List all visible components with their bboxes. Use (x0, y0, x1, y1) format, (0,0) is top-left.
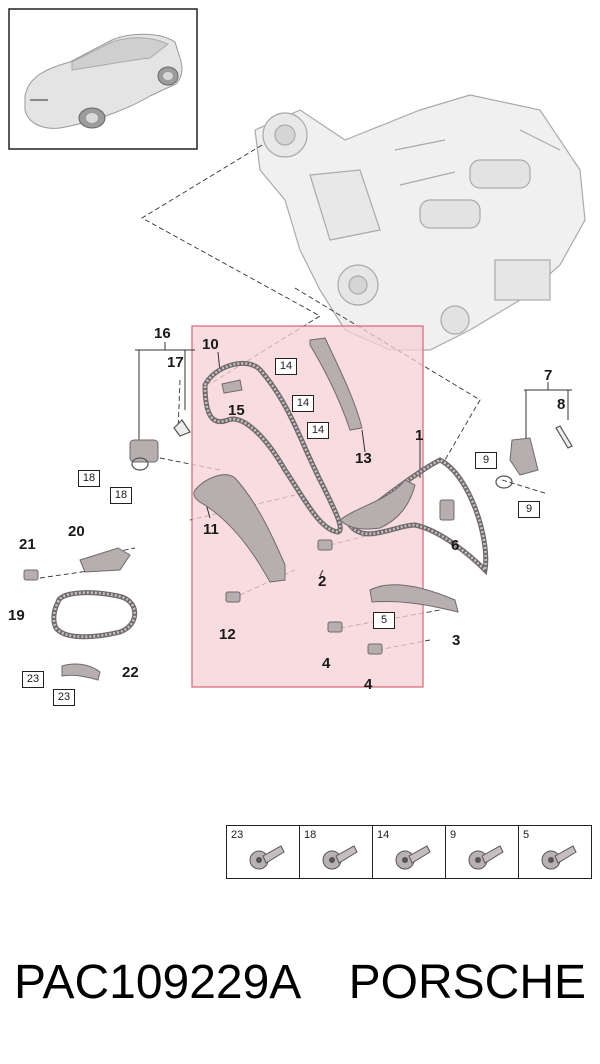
callout-21: 21 (19, 536, 36, 553)
torx-bolt-icon (395, 845, 431, 870)
bracket-lines (135, 342, 572, 577)
callout-19: 19 (8, 607, 25, 624)
callout-1: 1 (415, 427, 424, 444)
legend-number: 14 (377, 829, 390, 841)
part-code: PAC109229A (14, 956, 302, 1009)
boxed-ref-23b: 23 (53, 689, 75, 706)
callout-11: 11 (203, 521, 219, 538)
secondary-chain (346, 457, 489, 576)
legend-cell: 5 (519, 826, 591, 878)
chain-19 (51, 590, 138, 640)
callout-8: 8 (557, 396, 566, 413)
bolt-legend-table: 23 18 14 9 5 (226, 825, 592, 879)
legend-cell: 18 (300, 826, 373, 878)
legend-number: 18 (304, 829, 317, 841)
boxed-ref-5: 5 (373, 612, 395, 629)
brand-name: PORSCHE (348, 956, 586, 1009)
callout-17: 17 (167, 354, 184, 371)
legend-number: 23 (231, 829, 244, 841)
callout-7: 7 (544, 367, 553, 384)
callout-16: 16 (154, 325, 171, 342)
callout-3: 3 (452, 632, 461, 649)
parts (23, 337, 539, 681)
torx-bolt-icon (541, 845, 577, 870)
legend-cell: 14 (373, 826, 446, 878)
boxed-ref-14b: 14 (292, 395, 314, 412)
boxed-ref-9b: 9 (518, 501, 540, 518)
callout-20: 20 (68, 523, 85, 540)
callout-13: 13 (355, 450, 372, 467)
callout-4a: 4 (322, 655, 331, 672)
seals (131, 419, 573, 489)
torx-bolt-icon (322, 845, 358, 870)
callout-15: 15 (228, 402, 245, 419)
legend-cell: 23 (227, 826, 300, 878)
boxed-ref-9a: 9 (475, 452, 497, 469)
car-thumbnail (8, 8, 198, 150)
legend-number: 5 (523, 829, 530, 841)
callout-22: 22 (122, 664, 139, 681)
primary-timing-chain (202, 360, 343, 535)
engine-block (254, 94, 586, 351)
boxed-ref-18b: 18 (110, 487, 132, 504)
footer: PAC109229A PORSCHE (0, 955, 600, 1015)
legend-number: 9 (450, 829, 457, 841)
legend-cell: 9 (446, 826, 519, 878)
callout-10: 10 (202, 336, 219, 353)
callout-12: 12 (219, 626, 236, 643)
boxed-ref-14a: 14 (275, 358, 297, 375)
callout-4b: 4 (364, 676, 373, 693)
callout-2: 2 (318, 573, 327, 590)
exploded-parts-diagram (8, 8, 586, 688)
boxed-ref-18a: 18 (78, 470, 100, 487)
boxed-ref-14c: 14 (307, 422, 329, 439)
torx-bolt-icon (468, 845, 504, 870)
callout-6: 6 (451, 537, 460, 554)
torx-bolt-icon (249, 845, 285, 870)
boxed-ref-23a: 23 (22, 671, 44, 688)
